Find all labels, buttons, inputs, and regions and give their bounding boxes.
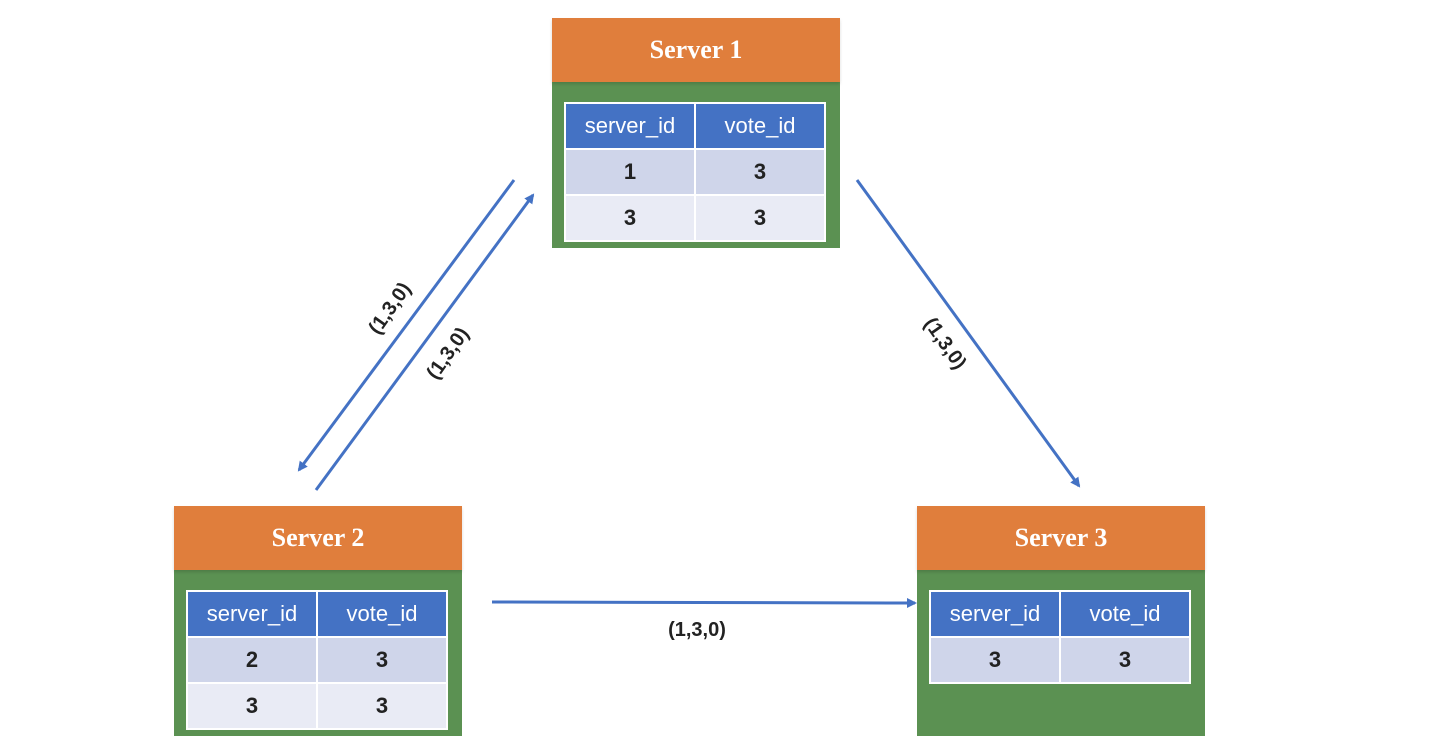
column-header-vote-id: vote_id bbox=[694, 102, 826, 150]
server-body: server_id vote_id 1 3 3 3 bbox=[552, 82, 840, 248]
table-row: 3 3 bbox=[564, 194, 826, 242]
table-cell: 1 bbox=[564, 148, 696, 196]
table-cell: 3 bbox=[1059, 636, 1191, 684]
edge-label-s2-to-s3: (1,3,0) bbox=[668, 619, 726, 641]
vote-table: server_id vote_id 1 3 3 3 bbox=[564, 102, 826, 242]
server-1-node: Server 1 server_id vote_id 1 3 3 3 bbox=[552, 18, 840, 248]
column-header-vote-id: vote_id bbox=[316, 590, 448, 638]
table-cell: 3 bbox=[694, 194, 826, 242]
table-cell: 3 bbox=[694, 148, 826, 196]
server-2-node: Server 2 server_id vote_id 2 3 3 3 bbox=[174, 506, 462, 736]
server-title: Server 1 bbox=[552, 18, 840, 82]
edge-arrow-s1-to-s3 bbox=[855, 179, 1081, 488]
edge-arrow-s2-to-s3 bbox=[491, 597, 917, 608]
server-body: server_id vote_id 3 3 bbox=[917, 570, 1205, 736]
table-cell: 2 bbox=[186, 636, 318, 684]
server-3-node: Server 3 server_id vote_id 3 3 bbox=[917, 506, 1205, 736]
edge-arrow-s1-to-s2 bbox=[297, 179, 516, 472]
server-title: Server 2 bbox=[174, 506, 462, 570]
edge-label-s1-to-s3: (1,3,0) bbox=[919, 314, 970, 374]
table-row: 3 3 bbox=[929, 636, 1191, 684]
table-cell: 3 bbox=[316, 636, 448, 684]
column-header-server-id: server_id bbox=[564, 102, 696, 150]
edge-arrow-s2-to-s1 bbox=[314, 193, 535, 491]
table-cell: 3 bbox=[564, 194, 696, 242]
column-header-vote-id: vote_id bbox=[1059, 590, 1191, 638]
vote-table: server_id vote_id 2 3 3 3 bbox=[186, 590, 448, 730]
column-header-server-id: server_id bbox=[186, 590, 318, 638]
table-cell: 3 bbox=[316, 682, 448, 730]
table-row: 2 3 bbox=[186, 636, 448, 684]
table-row: 1 3 bbox=[564, 148, 826, 196]
edge-label-s1-to-s2: (1,3,0) bbox=[364, 279, 415, 339]
column-header-server-id: server_id bbox=[929, 590, 1061, 638]
table-row: 3 3 bbox=[186, 682, 448, 730]
server-body: server_id vote_id 2 3 3 3 bbox=[174, 570, 462, 736]
table-cell: 3 bbox=[186, 682, 318, 730]
table-cell: 3 bbox=[929, 636, 1061, 684]
vote-table: server_id vote_id 3 3 bbox=[929, 590, 1191, 684]
server-title: Server 3 bbox=[917, 506, 1205, 570]
